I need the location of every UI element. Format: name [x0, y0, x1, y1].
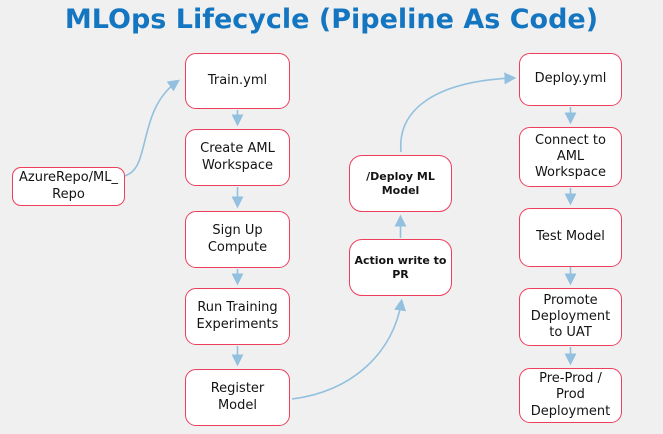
node-deploy-yml: Deploy.yml: [519, 53, 622, 106]
node-connect-to-aml-workspace: Connect to AML Workspace: [519, 127, 622, 187]
node-pre-prod-prod-deployment: Pre-Prod / Prod Deployment: [519, 368, 622, 423]
node-register-model: Register Model: [185, 369, 290, 426]
node-sign-up-compute: Sign Up Compute: [185, 211, 290, 268]
node-deploy-ml-model: /Deploy ML Model: [349, 155, 452, 212]
node-azure-repo: AzureRepo/ML_ Repo: [12, 167, 125, 206]
diagram-title: MLOps Lifecycle (Pipeline As Code): [64, 4, 599, 35]
node-action-write-to-pr: Action write to PR: [349, 239, 452, 296]
node-test-model: Test Model: [519, 208, 622, 267]
node-create-aml-workspace: Create AML Workspace: [185, 129, 290, 186]
node-train-yml: Train.yml: [185, 53, 290, 109]
node-promote-deployment-to-uat: Promote Deployment to UAT: [519, 288, 622, 346]
node-run-training-experiments: Run Training Experiments: [185, 288, 290, 345]
